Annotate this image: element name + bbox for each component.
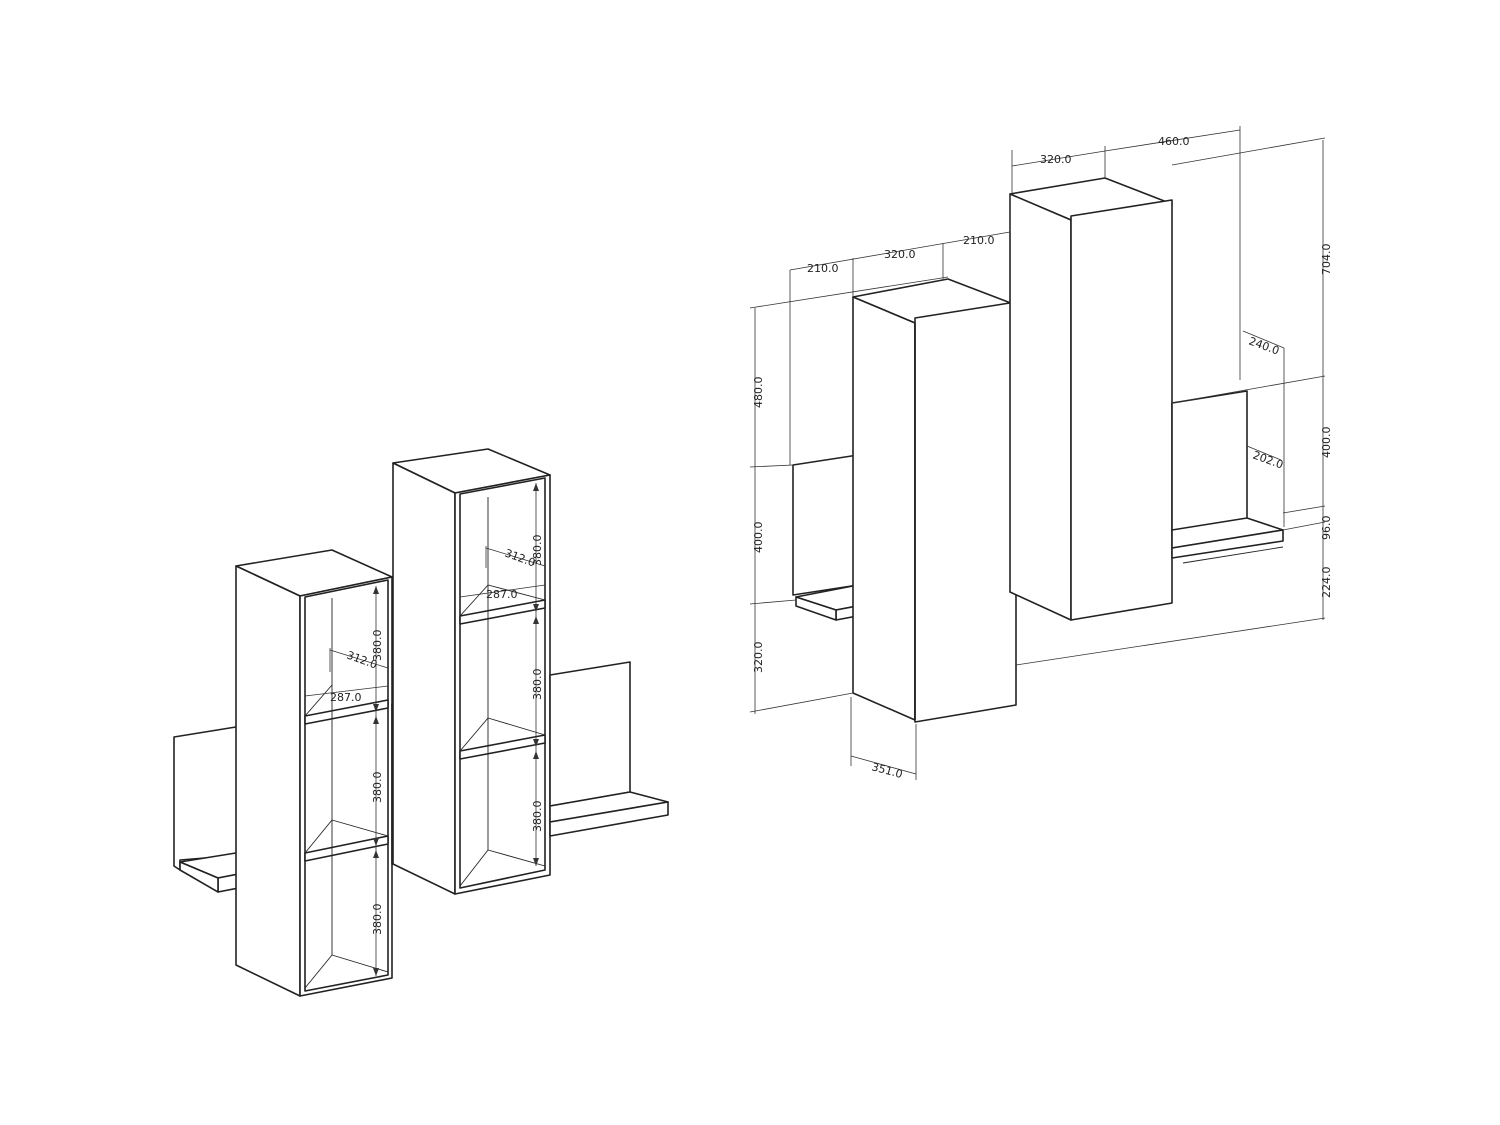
right-height-2: 400.0	[1320, 427, 1333, 459]
right-height-4: 224.0	[1320, 567, 1333, 599]
tall-open-unit	[392, 448, 551, 895]
cabinet-depth-label: 351.0	[870, 760, 904, 781]
mid-width-2: 320.0	[884, 248, 916, 261]
shelf-depth-label: 240.0	[1247, 335, 1281, 358]
right-height-dimensions: 704.0 400.0 96.0 224.0	[1015, 137, 1333, 666]
short-open-unit	[235, 549, 393, 997]
tall-unit-dimensions: 380.0 380.0 380.0 312.0 287.0	[459, 483, 546, 866]
left-height-2: 400.0	[752, 522, 765, 554]
left-height-dimensions: 480.0 400.0 320.0	[749, 276, 949, 714]
top-width-1: 320.0	[1040, 153, 1072, 166]
left-height-1: 480.0	[752, 377, 765, 409]
mid-width-dimensions: 210.0 320.0 210.0	[789, 194, 1011, 465]
short-unit-spacing-1: 380.0	[371, 630, 384, 662]
right-wall-shelf	[549, 661, 669, 837]
tall-unit-spacing-2: 380.0	[531, 669, 544, 701]
left-height-3: 320.0	[752, 642, 765, 674]
mid-width-3: 210.0	[963, 234, 995, 247]
tall-cabinet-left	[852, 278, 1017, 723]
top-width-dimensions: 320.0 460.0	[1011, 126, 1241, 380]
short-unit-spacing-3: 380.0	[371, 904, 384, 936]
mid-width-1: 210.0	[807, 262, 839, 275]
shelf-inner-label: 202.0	[1251, 449, 1285, 472]
cabinet-right-shelf	[1171, 390, 1284, 564]
top-width-2: 460.0	[1158, 135, 1190, 148]
tall-cabinet-right	[1009, 177, 1173, 621]
tall-unit-spacing-1: 380.0	[531, 535, 544, 567]
right-height-3: 96.0	[1320, 516, 1333, 541]
short-unit-width-label: 287.0	[330, 691, 362, 704]
short-unit-spacing-2: 380.0	[371, 772, 384, 804]
tall-unit-spacing-3: 380.0	[531, 801, 544, 833]
shelf-depth-dimensions: 240.0 202.0	[1242, 330, 1285, 527]
right-height-1: 704.0	[1320, 244, 1333, 276]
tall-unit-width-label: 287.0	[486, 588, 518, 601]
left-shelving-view: 380.0 380.0 380.0 312.0 287.0 380.0 380.…	[173, 448, 669, 997]
right-cabinet-view: 320.0 460.0 210.0 320.0 210.0 480.0 400.…	[749, 126, 1333, 781]
